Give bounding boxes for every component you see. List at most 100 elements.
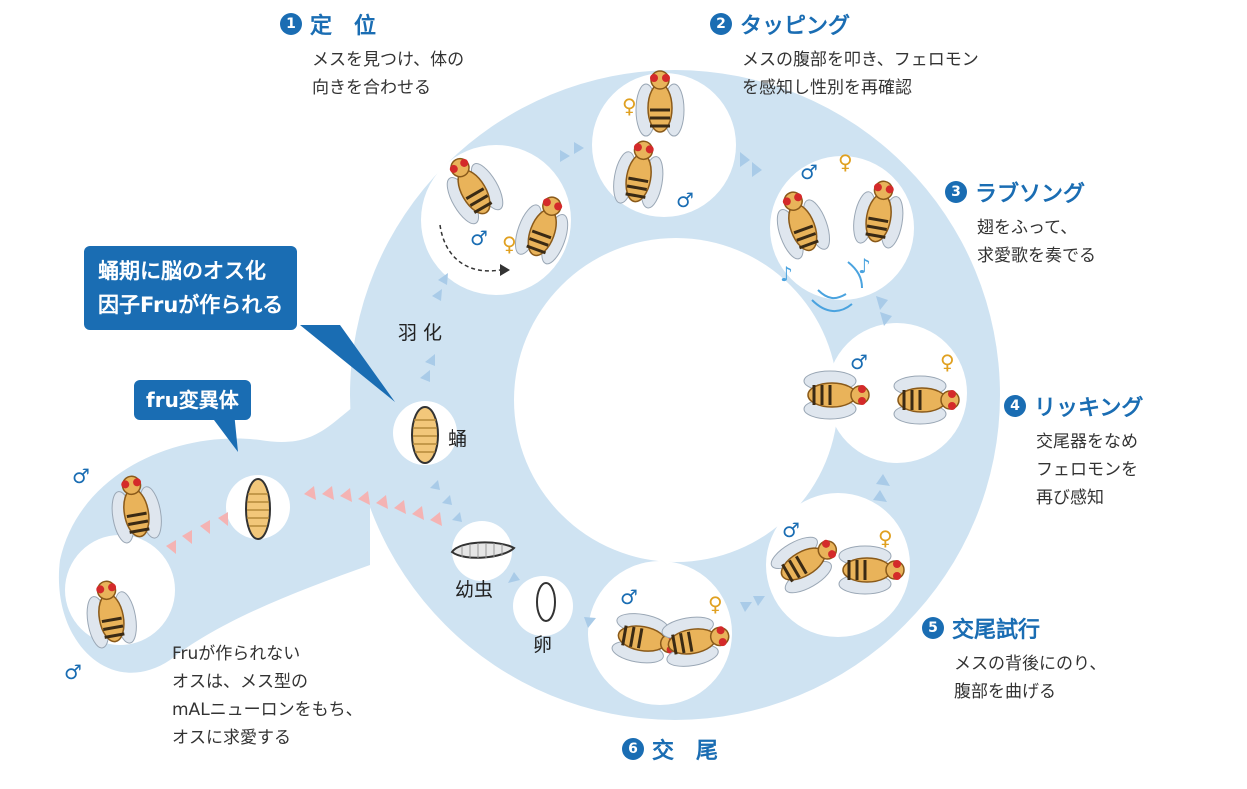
fly-stripe	[473, 201, 493, 214]
step-title: 交尾試行	[952, 618, 1041, 643]
fly-eye	[716, 626, 725, 635]
step-desc-line: 腹部を曲げる	[954, 682, 1056, 702]
pupa-icon	[411, 406, 439, 464]
arrow	[740, 602, 752, 612]
fly-stripe	[626, 184, 647, 191]
fly-stripe	[621, 625, 628, 646]
arrow	[560, 150, 570, 162]
fly-icon	[893, 375, 960, 425]
note-line: オスに求愛する	[172, 728, 291, 748]
fly-icon	[661, 616, 730, 667]
step-desc-line: フェロモンを	[1036, 460, 1138, 480]
fly-icon	[838, 545, 905, 595]
step-number: 4	[1004, 395, 1026, 417]
fly-eye	[133, 478, 142, 487]
fly-stripe	[788, 559, 801, 579]
fly-eye	[449, 164, 458, 173]
step-desc-line: を感知し性別を再確認	[742, 78, 912, 98]
fly-stripe	[101, 616, 122, 624]
fly-eye	[718, 638, 727, 647]
arrow	[432, 289, 442, 301]
fly-icon	[770, 536, 838, 594]
fly-stripe	[625, 192, 646, 199]
fly-eye	[948, 402, 956, 410]
fly-eye	[542, 198, 551, 207]
mutant-pupa-icon	[245, 478, 271, 540]
female-symbol: ♀	[838, 150, 853, 174]
stage-pupa-label: 蛹	[448, 428, 468, 450]
male-symbol: ♂	[676, 188, 694, 212]
step-desc-line: メスを見つけ、体の	[312, 50, 465, 70]
note-line: Fruが作られない	[172, 644, 301, 664]
step-title: ラブソング	[975, 182, 1086, 207]
sound-wave	[811, 299, 853, 312]
stage-eclosion-label: 羽 化	[398, 322, 443, 344]
fly-stripe	[781, 563, 794, 583]
fly-eye	[858, 385, 866, 393]
male-symbol: ♂	[72, 464, 90, 488]
female-symbol: ♀	[878, 526, 893, 550]
fly-stripe	[628, 176, 649, 184]
larva-icon	[450, 541, 516, 559]
fly-eye	[662, 74, 670, 82]
fly-icon	[776, 191, 831, 260]
fru-callout: 蛹期に脳のオス化 因子Fruが作られる	[84, 246, 298, 330]
male-symbol: ♂	[64, 660, 82, 684]
arrow	[438, 273, 448, 285]
male-symbol: ♂	[782, 518, 800, 542]
fly-stripe	[636, 628, 644, 649]
arrow	[182, 530, 192, 544]
arrow	[584, 617, 596, 628]
fly-stripe	[104, 632, 125, 639]
fly-stripe	[531, 229, 552, 240]
fly-eye	[782, 197, 791, 206]
female-symbol: ♀	[708, 592, 723, 616]
arrow	[218, 512, 228, 526]
fly-stripe	[129, 527, 150, 534]
music-note-icon: ♪	[858, 254, 871, 278]
fly-eye	[794, 193, 803, 202]
step-number: 1	[280, 13, 302, 35]
cycle-arrows	[420, 142, 892, 628]
fly-stripe	[526, 244, 547, 255]
male-symbol: ♂	[800, 160, 818, 184]
arrow	[358, 491, 370, 505]
arrow	[752, 162, 762, 177]
step-desc-line: メスの腹部を叩き、フェロモン	[742, 50, 979, 70]
fly-stripe	[793, 224, 814, 235]
step-title: 交 尾	[652, 739, 719, 764]
step-desc-line: 向きを合わせる	[312, 78, 431, 98]
fly-eye	[885, 185, 894, 194]
fly-eye	[828, 550, 837, 559]
fly-eye	[873, 183, 882, 192]
fly-eye	[645, 145, 654, 154]
fly-eye	[822, 539, 831, 548]
fly-stripe	[679, 633, 686, 654]
callout-pointer	[208, 412, 238, 452]
fly-eye	[858, 397, 866, 405]
fly-icon	[514, 196, 569, 265]
fly-eye	[121, 480, 130, 489]
stage-egg-label: 卵	[533, 634, 553, 656]
fly-stripe	[103, 624, 124, 631]
fly-eye	[893, 560, 901, 568]
fly-eye	[633, 143, 642, 152]
fly-eye	[96, 585, 105, 594]
flies	[86, 70, 960, 667]
female-symbol: ♀	[940, 350, 955, 374]
arrow	[394, 500, 406, 514]
fly-stripe	[868, 216, 889, 224]
fly-eye	[460, 158, 469, 167]
mutant-note: Fruが作られない オスは、メス型の mALニューロンをもち、 オスに求愛する	[172, 640, 363, 752]
note-line: オスは、メス型の	[172, 672, 308, 692]
fly-stripe	[795, 555, 808, 575]
fly-icon	[635, 70, 685, 137]
fly-eye	[554, 202, 563, 211]
fly-stripe	[798, 239, 819, 250]
fly-stripe	[866, 224, 887, 231]
